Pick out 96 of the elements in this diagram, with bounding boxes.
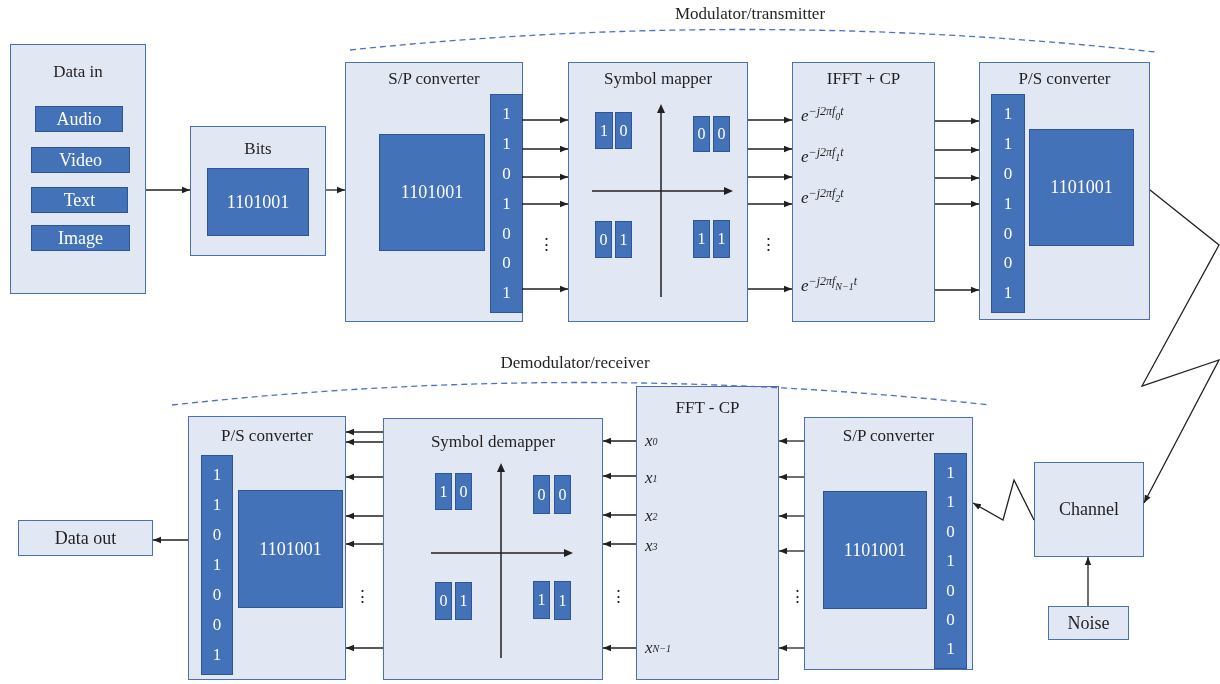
bit-box: 0	[693, 116, 710, 152]
box-title: P/S converter	[220, 426, 314, 445]
arrow	[345, 644, 384, 652]
process-box	[345, 62, 523, 322]
arrow	[602, 644, 637, 652]
bit-box: 0	[615, 112, 632, 149]
annotation-label: ⋮	[759, 234, 777, 257]
arrow	[934, 117, 980, 125]
arrow	[934, 146, 980, 154]
process-box	[10, 44, 146, 294]
annotation-label: ⋮	[353, 586, 371, 609]
arrow	[1084, 556, 1092, 607]
arrow	[747, 116, 793, 124]
arrow	[345, 428, 384, 436]
arrow	[778, 512, 805, 520]
process-box: Channel	[1034, 462, 1144, 557]
arrow	[145, 186, 191, 194]
bit-column: 1 1 0 1 0 0 1	[991, 94, 1025, 313]
arrow	[747, 145, 793, 153]
bit-box: 0	[554, 475, 571, 514]
annotation-label: ⋮	[609, 586, 627, 609]
process-box	[792, 62, 935, 322]
arrow	[778, 473, 805, 481]
arrow	[1140, 189, 1220, 504]
bit-box: 0	[595, 221, 612, 258]
data-block: Image	[31, 225, 130, 251]
arrow	[972, 478, 1035, 521]
arrow	[521, 200, 569, 208]
process-box	[636, 386, 779, 680]
bit-box: 1	[533, 581, 550, 619]
box-title: Symbol demapper	[430, 432, 556, 451]
annotation-label: Modulator/transmitter	[674, 3, 826, 26]
data-block: 1101001	[207, 168, 309, 236]
arrow	[934, 286, 980, 294]
arrow	[778, 547, 805, 555]
arrow	[778, 437, 805, 445]
data-block: 1101001	[1029, 129, 1134, 246]
data-block: Text	[31, 187, 128, 213]
process-box: Noise	[1048, 606, 1129, 640]
box-title: Data in	[53, 62, 103, 81]
arrow	[345, 438, 384, 446]
data-block: Audio	[35, 106, 123, 132]
process-box	[568, 62, 748, 322]
arrow	[747, 285, 793, 293]
bit-box: 1	[595, 112, 613, 149]
box-title: Bits	[244, 139, 272, 158]
bit-column: 1 1 0 1 0 0 1	[490, 94, 523, 313]
arrow	[521, 173, 569, 181]
arrow	[345, 473, 384, 481]
arrow	[152, 536, 189, 544]
arrow	[345, 512, 384, 520]
process-box: Data out	[18, 520, 153, 556]
data-block: Video	[31, 147, 130, 173]
arrow	[521, 285, 569, 293]
box-title: FFT - CP	[675, 398, 740, 417]
bit-box: 0	[435, 582, 452, 620]
bit-column: 1 1 0 1 0 0 1	[201, 455, 233, 675]
bit-box: 0	[713, 116, 730, 152]
process-box	[188, 416, 346, 680]
bit-box: 1	[455, 582, 472, 620]
arrow	[934, 200, 980, 208]
bit-box: 1	[615, 221, 632, 258]
annotation-label: ⋮	[788, 586, 806, 609]
annotation-label: Demodulator/receiver	[500, 352, 650, 375]
arrow	[521, 116, 569, 124]
box-title: S/P converter	[388, 69, 480, 88]
data-block: 1101001	[379, 134, 485, 251]
annotation-label: ⋮	[537, 234, 555, 257]
process-box	[383, 418, 603, 680]
box-title: S/P converter	[842, 426, 935, 445]
box-title: IFFT + CP	[826, 69, 901, 88]
arrow	[602, 437, 637, 445]
box-title: Symbol mapper	[603, 69, 713, 88]
arrow	[747, 173, 793, 181]
arrow	[521, 145, 569, 153]
arrow	[747, 200, 793, 208]
arrow	[778, 644, 805, 652]
bit-box: 0	[533, 475, 550, 514]
bit-box: 1	[554, 581, 571, 620]
bit-box: 1	[713, 220, 730, 258]
bit-box: 0	[455, 473, 472, 510]
data-block: 1101001	[238, 490, 343, 608]
process-box	[804, 417, 973, 670]
arrow	[602, 511, 637, 519]
arrow	[345, 540, 384, 548]
arrow	[602, 472, 637, 480]
bit-column: 1 1 0 1 0 0 1	[934, 453, 967, 669]
arrow	[325, 186, 346, 194]
arrow	[934, 174, 980, 182]
process-box	[190, 126, 326, 256]
bit-box: 1	[435, 473, 452, 510]
box-title: P/S converter	[1018, 69, 1111, 88]
bit-box: 1	[693, 220, 710, 258]
data-block: 1101001	[823, 491, 927, 609]
process-box	[979, 62, 1150, 320]
arrow	[602, 540, 637, 548]
